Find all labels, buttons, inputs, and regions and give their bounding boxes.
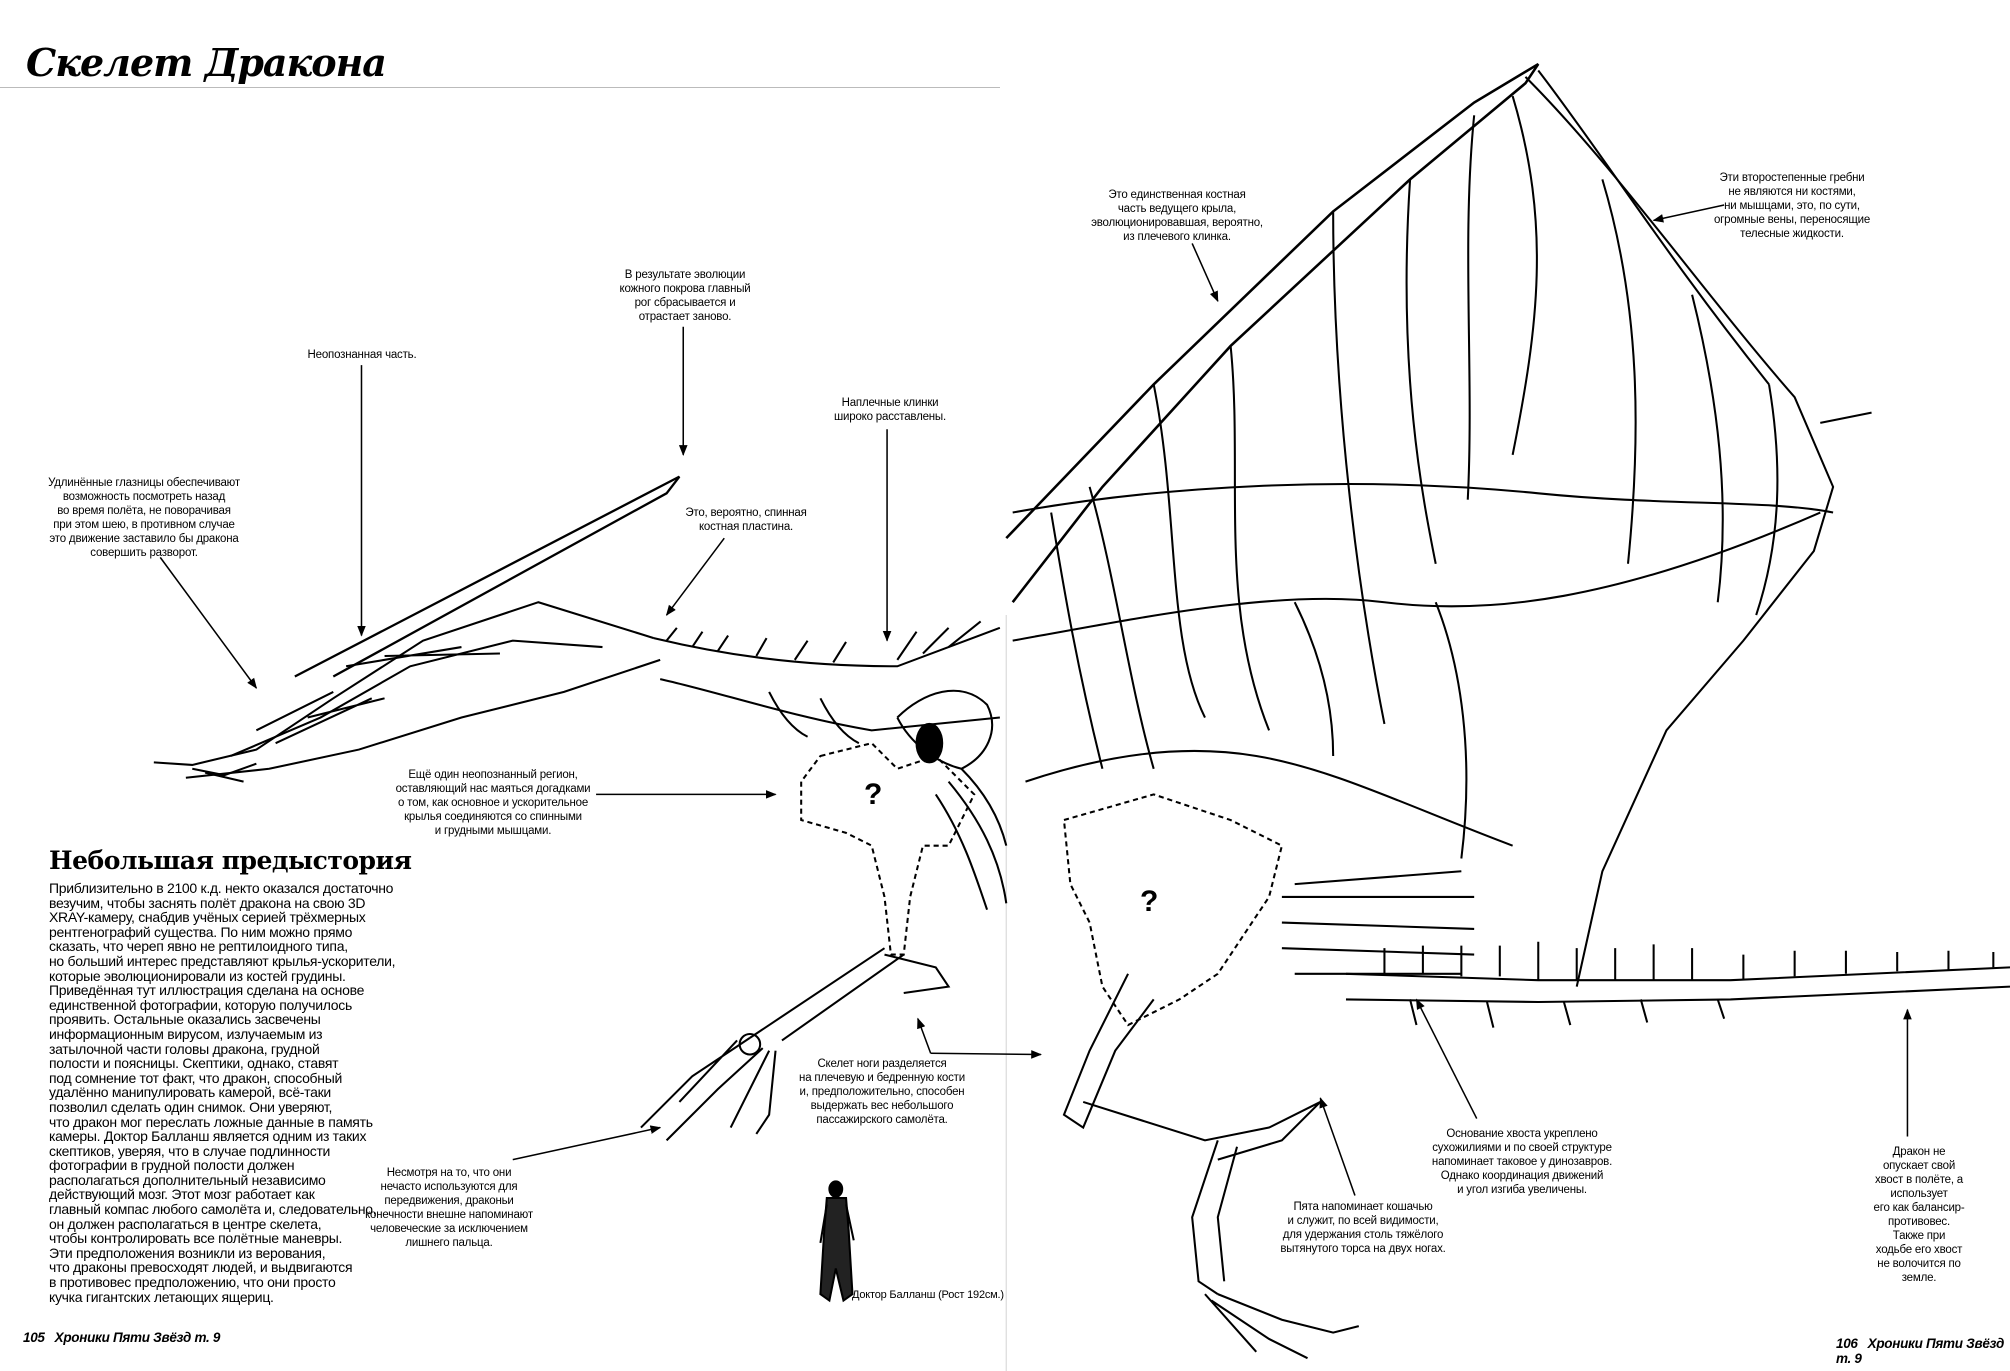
annotation-tail: Дракон не опускает свой хвост в полёте, … <box>1873 1146 1965 1284</box>
skull <box>153 475 681 783</box>
scale-figure-dr-ballansh <box>819 1180 855 1303</box>
main-wing <box>1005 62 1872 987</box>
annotation-unknown-part: Неопознанная часть. <box>307 349 417 361</box>
page-number: 105 <box>23 1330 45 1345</box>
page-number: 106 <box>1836 1336 1858 1351</box>
publication-title: Хроники Пяти Звёзд т. 9 <box>54 1330 221 1345</box>
footer-left: 105 Хроники Пяти Звёзд т. 9 <box>23 1330 220 1345</box>
publication-title: Хроники Пяти Звёзд т. 9 <box>1836 1336 2005 1366</box>
annotation-eye-sockets: Удлинённые глазницы обеспечивают возможн… <box>48 477 240 559</box>
annotation-secondary-ridges: Эти второстепенные гребни не являются ни… <box>1713 172 1871 240</box>
annotation-heel: Пята напоминает кошачью и служит, по все… <box>1280 1201 1446 1255</box>
forelimb <box>640 947 951 1142</box>
annotation-tail-base: Основание хвоста укреплено сухожилиями и… <box>1431 1128 1613 1196</box>
shoulder-region <box>800 689 1008 956</box>
question-mark-left: ? <box>864 778 883 811</box>
torso <box>1025 749 1513 1027</box>
annotation-horn: В результате эволюции кожного покрова гл… <box>619 269 751 323</box>
annotation-wing-bone: Это единственная костная часть ведущего … <box>1091 189 1263 243</box>
title-divider <box>0 87 1000 88</box>
annotation-unknown-region: Ещё один неопознанный регион, оставляющи… <box>395 769 591 837</box>
question-mark-right: ? <box>1140 885 1159 918</box>
annotation-dorsal-plate: Это, вероятно, спинная костная пластина. <box>685 507 807 533</box>
tail <box>1345 941 2010 1028</box>
neck-spine <box>653 620 1001 745</box>
page-title: Скелет Дракона <box>26 40 387 85</box>
annotation-shoulder-blades: Наплечные клинки широко расставлены. <box>834 397 946 423</box>
callout-arrows <box>159 204 1912 1196</box>
section-heading: Небольшая предыстория <box>49 846 412 875</box>
annotation-forelimbs: Несмотря на то, что они нечасто использу… <box>365 1167 533 1249</box>
section-body: Приблизительно в 2100 к.д. некто оказалс… <box>49 880 396 1305</box>
scale-caption: Доктор Балланш (Рост 192см.) <box>852 1289 1004 1301</box>
hind-leg <box>1062 973 1360 1360</box>
annotation-leg-skeleton: Скелет ноги разделяется на плечевую и бе… <box>799 1058 965 1126</box>
